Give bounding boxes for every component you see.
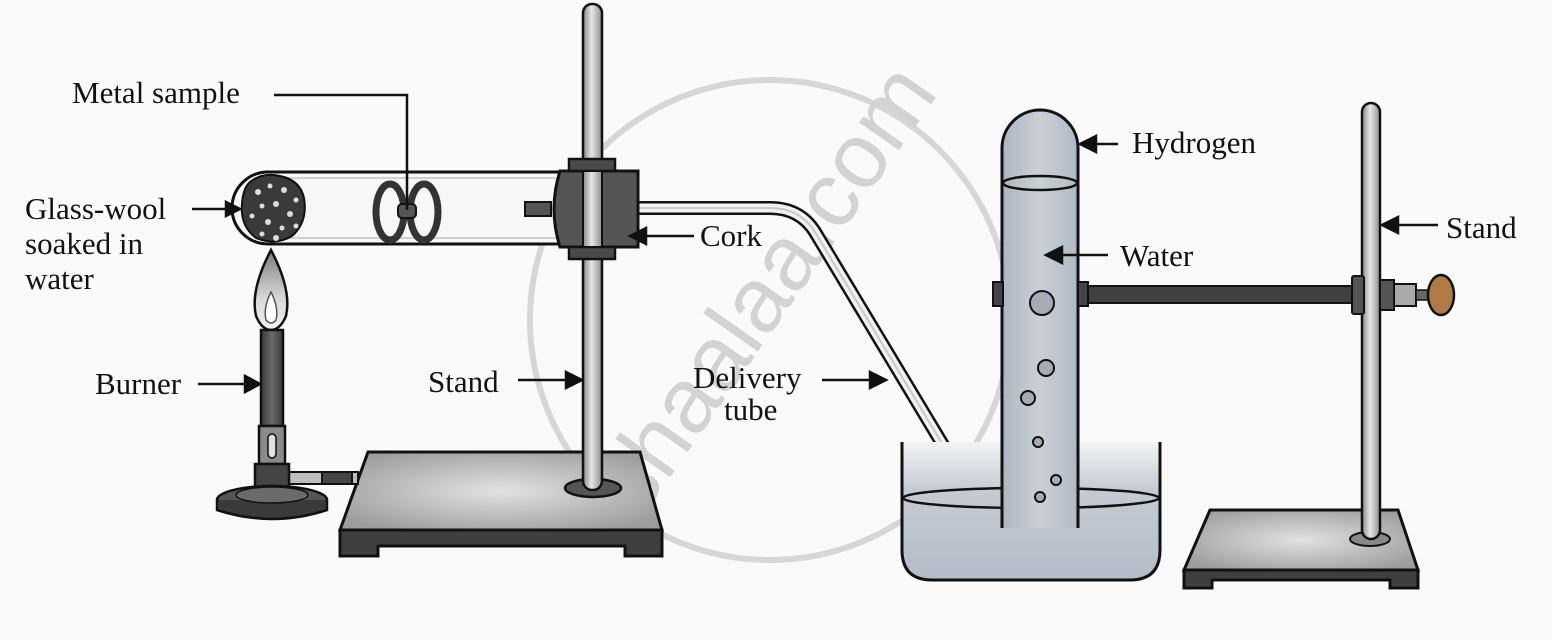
boss-screw — [1393, 283, 1417, 307]
clamp-ring-right — [1077, 281, 1089, 307]
label-glass-wool-1: Glass-wool — [25, 191, 166, 226]
clamp-top — [567, 157, 617, 173]
boss-head-right — [1379, 279, 1395, 311]
clamp-rod-overlay — [582, 170, 603, 248]
left-stand — [337, 2, 664, 558]
bubble — [1029, 290, 1055, 316]
bubble — [1037, 359, 1055, 377]
metal-sample — [372, 180, 442, 244]
label-cork: Cork — [700, 218, 763, 253]
test-tube — [230, 170, 560, 246]
label-glass-wool-3: water — [25, 261, 95, 296]
label-water: Water — [1120, 238, 1194, 273]
burner — [215, 247, 359, 521]
label-delivery-2: tube — [724, 392, 777, 427]
label-burner: Burner — [95, 366, 182, 401]
boss-head-left — [1351, 275, 1365, 315]
gas-jar-water-level — [1001, 174, 1079, 192]
label-hydrogen: Hydrogen — [1132, 125, 1256, 160]
bubble — [1032, 436, 1044, 448]
cork-knob-icon — [1426, 273, 1456, 317]
label-stand-right: Stand — [1446, 210, 1517, 245]
bubble — [1050, 474, 1062, 486]
burner-barrel — [259, 328, 285, 428]
right-stand-base-side — [1182, 568, 1420, 590]
right-stand-rod — [1360, 101, 1382, 541]
labels: Metal sample Glass-wool soaked in water … — [25, 75, 1517, 427]
leader-lines — [192, 93, 1438, 395]
clamp-arm — [1077, 285, 1355, 304]
gas-jar — [1000, 108, 1080, 528]
label-glass-wool-2: soaked in — [25, 226, 143, 261]
clamp-ring-left — [992, 281, 1004, 307]
right-stand — [992, 101, 1456, 590]
bubble — [1034, 491, 1046, 503]
gas-jar-body — [1000, 108, 1080, 528]
label-stand-left: Stand — [428, 364, 499, 399]
clamp-bottom — [567, 245, 617, 261]
label-delivery-1: Delivery — [693, 360, 802, 395]
left-stand-base-side — [338, 528, 664, 558]
bubble — [1020, 390, 1036, 406]
cork-stub — [524, 201, 552, 217]
glass-wool — [240, 173, 306, 243]
clamp-and-cork — [524, 157, 640, 261]
label-metal-sample: Metal sample — [72, 75, 240, 110]
